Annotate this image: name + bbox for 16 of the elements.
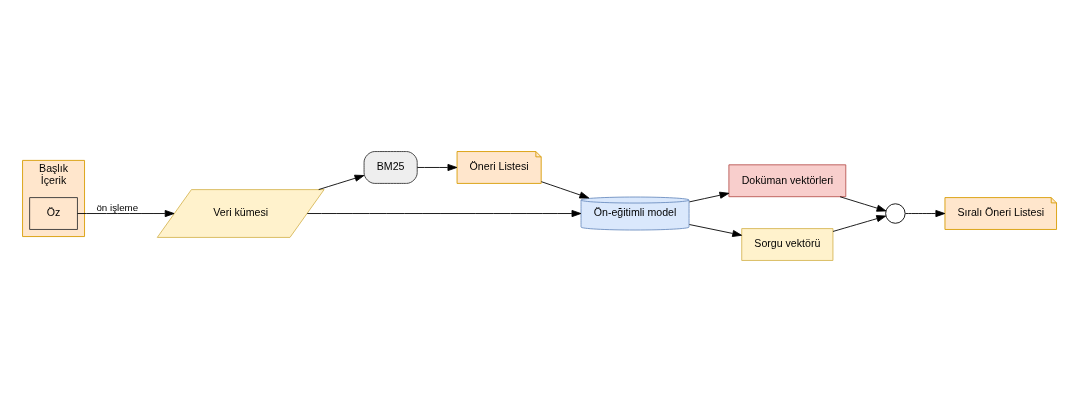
arrow xyxy=(540,181,590,199)
edge-label: ön işleme xyxy=(96,201,139,213)
arrow xyxy=(306,210,582,218)
arrow xyxy=(832,215,887,232)
arrow xyxy=(416,163,458,172)
arrow xyxy=(77,210,175,218)
arrow xyxy=(688,191,730,203)
node-box: Doküman vektörleri xyxy=(728,164,847,198)
arrow xyxy=(905,210,946,218)
arrow xyxy=(839,196,887,212)
node-box: Öz xyxy=(29,197,78,230)
node-box: Sorgu vektörü xyxy=(741,228,834,261)
arrow xyxy=(318,174,365,190)
node-circle xyxy=(885,203,906,224)
arrow xyxy=(688,224,743,237)
node-box: BM25 xyxy=(363,151,418,184)
